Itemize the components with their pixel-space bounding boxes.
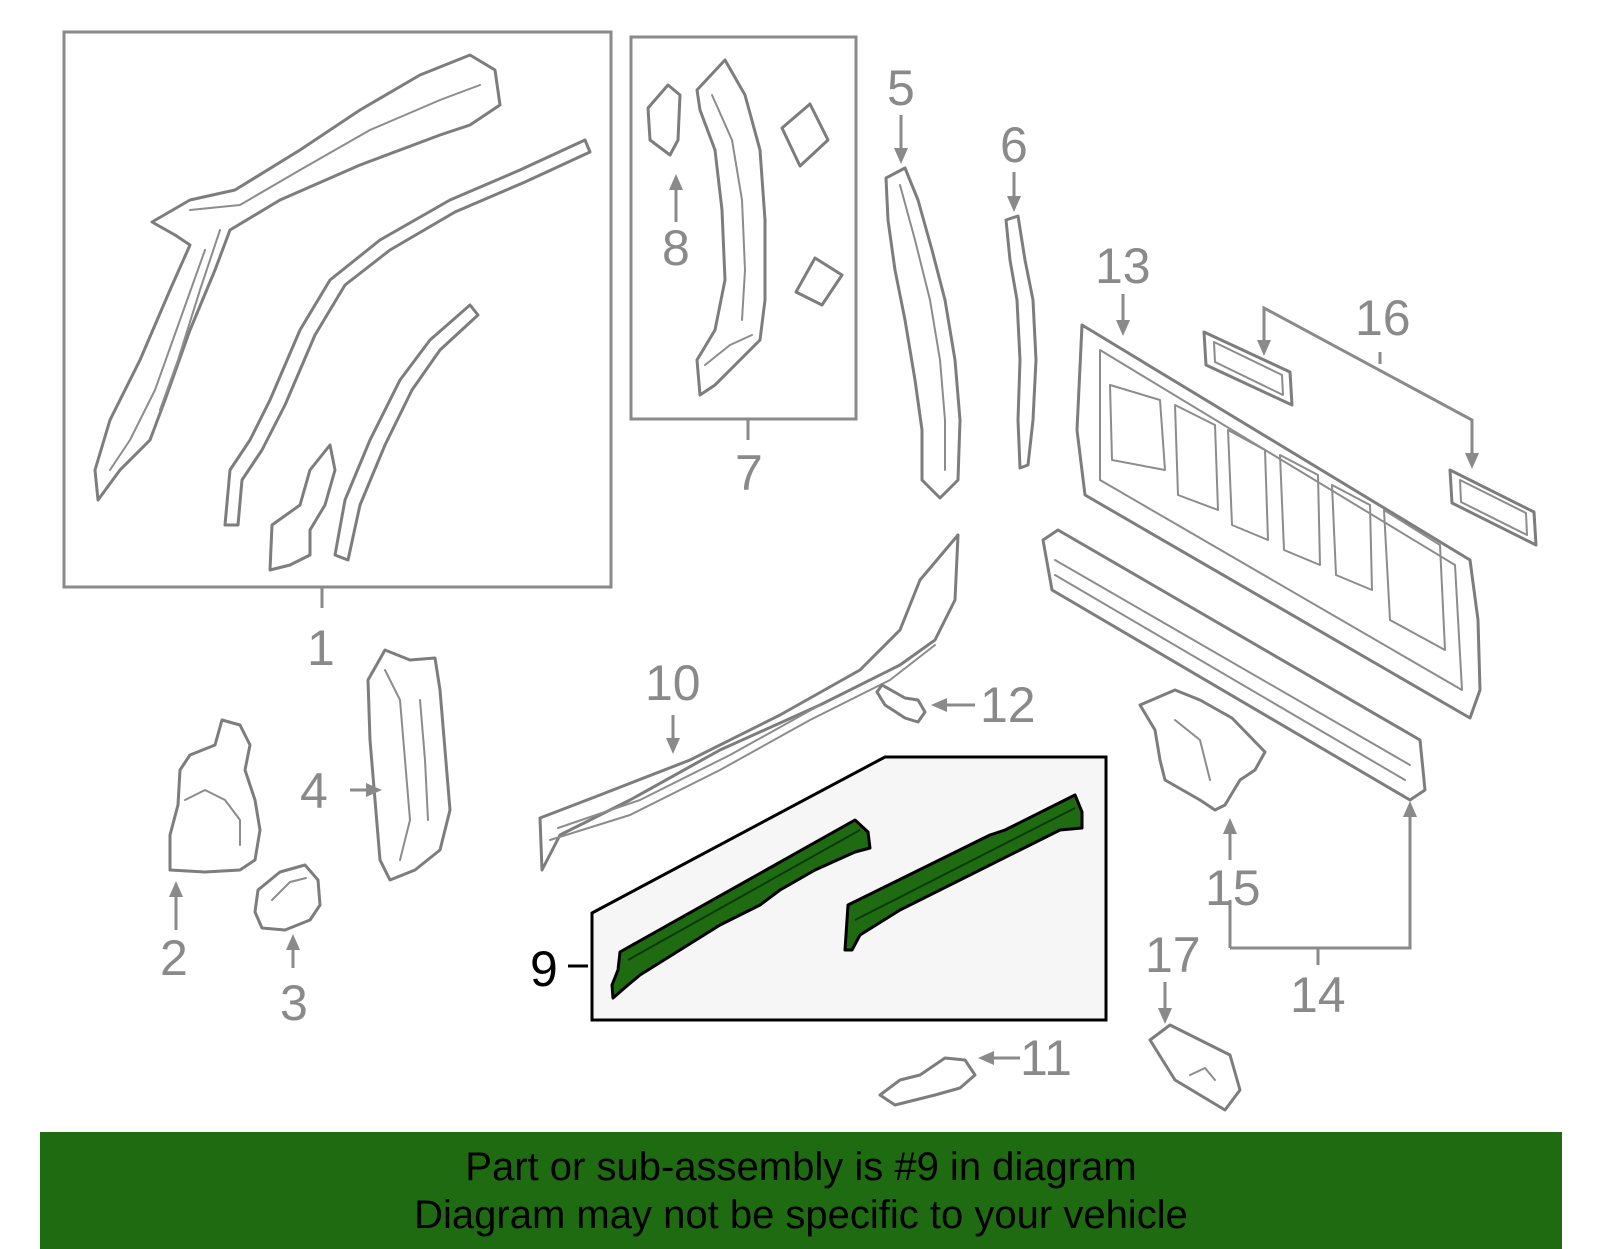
part-12-group: 12 <box>875 677 1036 733</box>
part-6-group: 6 <box>1000 117 1038 470</box>
part-1-frame <box>62 30 613 589</box>
callout-7: 7 <box>735 445 763 501</box>
callout-6: 6 <box>1000 117 1028 173</box>
part-6-strip <box>1004 214 1038 470</box>
part-14-cross-member <box>1041 528 1427 802</box>
callout-10: 10 <box>645 655 701 711</box>
part-7-b-pillar <box>695 58 767 397</box>
part-1-group: 1 <box>62 30 613 676</box>
callout-17: 17 <box>1145 927 1201 983</box>
part-1-bracket <box>268 443 337 572</box>
callout-12: 12 <box>980 677 1036 733</box>
callout-14: 14 <box>1290 967 1346 1023</box>
part-5-group: 5 <box>884 60 962 500</box>
part-11-group: 11 <box>878 1030 1072 1107</box>
part-1-rear-rail <box>333 303 480 562</box>
part-1-roof-rail <box>223 138 592 527</box>
part-11-bracket <box>878 1056 977 1107</box>
part-17-group: 17 <box>1145 927 1242 1112</box>
part-7-group: 8 7 <box>629 35 858 501</box>
callout-3: 3 <box>280 975 308 1031</box>
callout-16: 16 <box>1355 290 1411 346</box>
part-13-back-panel <box>1075 323 1482 720</box>
part-16-group: 16 <box>1202 290 1538 547</box>
part-10-group: 10 <box>538 533 960 872</box>
part-14-bracket <box>1230 815 1412 950</box>
part-12-bolt <box>875 683 927 724</box>
callout-11: 11 <box>1020 1030 1072 1086</box>
part-3-group: 3 <box>253 863 322 1031</box>
part-15-group: 15 <box>1138 688 1267 916</box>
part-1-front-pillar <box>93 53 502 502</box>
info-banner: Part or sub-assembly is #9 in diagram Di… <box>40 1132 1562 1249</box>
part-9-group: 9 <box>530 755 1108 1022</box>
part-9-frame <box>590 755 1108 1022</box>
callout-8: 8 <box>662 220 690 276</box>
banner-line-2: Diagram may not be specific to your vehi… <box>414 1192 1188 1237</box>
part-17-block <box>1148 1023 1242 1112</box>
callout-9: 9 <box>530 941 558 997</box>
part-7-frame <box>629 35 858 421</box>
callout-13: 13 <box>1095 238 1151 294</box>
banner-line-1: Part or sub-assembly is #9 in diagram <box>465 1144 1137 1189</box>
part-9-sill-left[interactable] <box>610 818 872 1000</box>
part-16-pad-upper <box>1202 330 1294 407</box>
part-4-pillar <box>366 648 452 882</box>
part-14-group: 14 <box>1041 528 1427 1023</box>
part-3-cap <box>253 863 322 932</box>
callout-4: 4 <box>300 763 328 819</box>
part-4-group: 4 <box>300 648 452 882</box>
callout-15: 15 <box>1205 860 1261 916</box>
callout-2: 2 <box>160 930 188 986</box>
part-2-group: 2 <box>160 718 262 986</box>
part-7-patch-lower <box>794 256 844 307</box>
part-13-group: 13 <box>1075 238 1482 720</box>
part-8-bracket <box>646 83 682 157</box>
callout-5: 5 <box>887 60 915 116</box>
callout-1: 1 <box>307 620 335 676</box>
part-16-bracket <box>1262 305 1474 455</box>
part-7-patch-upper <box>780 102 830 168</box>
part-5-pillar <box>884 166 962 500</box>
part-16-pad-lower <box>1448 468 1538 547</box>
